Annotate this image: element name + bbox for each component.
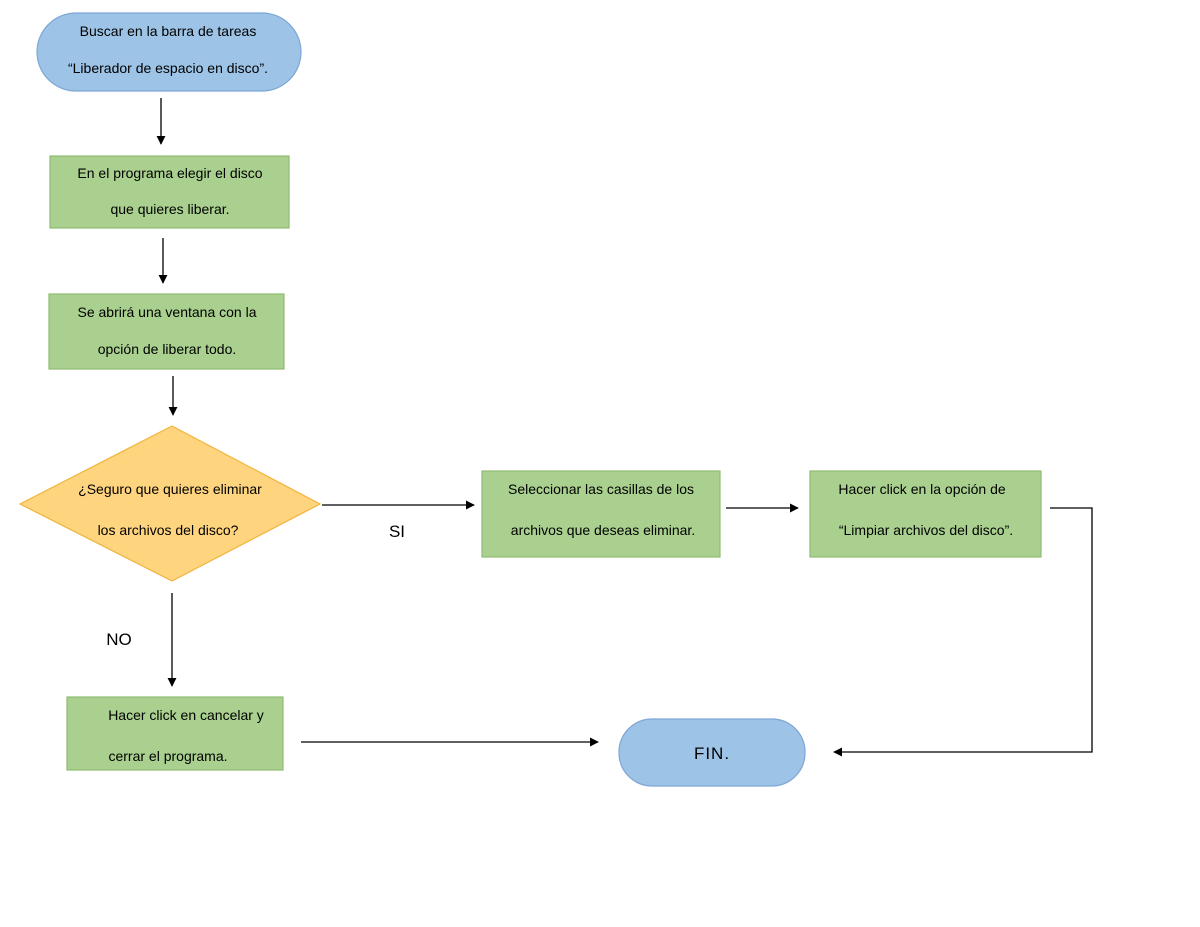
end-terminator: FIN. (618, 718, 806, 787)
process-choose-disk-line1: En el programa elegir el disco (77, 165, 262, 181)
process-choose-disk: En el programa elegir el disco que quier… (49, 155, 290, 229)
process-cancel: Hacer click en cancelar y cerrar el prog… (66, 696, 284, 771)
process-cancel-shape (66, 696, 284, 771)
process-choose-disk-shape (49, 155, 290, 229)
end-text: FIN. (694, 744, 730, 763)
process-cancel-line2: cerrar el programa. (108, 748, 227, 764)
decision-shape (18, 425, 322, 582)
process-choose-disk-line2: que quieres liberar. (110, 201, 229, 217)
arrow-clean-to-end (833, 507, 1093, 757)
start-terminator: Buscar en la barra de tareas “Liberador … (36, 12, 302, 92)
process-clean-disk: Hacer click en la opción de “Limpiar arc… (809, 470, 1042, 558)
decision-text-line2: los archivos del disco? (98, 522, 239, 538)
edge-label-yes: SI (389, 522, 405, 541)
start-shape (36, 12, 302, 92)
process-window-line2: opción de liberar todo. (98, 341, 237, 357)
edge-label-no: NO (106, 630, 132, 649)
process-window-shape (48, 293, 285, 370)
process-clean-disk-shape (809, 470, 1042, 558)
process-select-files-shape (481, 470, 721, 558)
process-select-files: Seleccionar las casillas de los archivos… (481, 470, 721, 558)
process-clean-disk-line1: Hacer click en la opción de (838, 481, 1006, 497)
decision-text-line1: ¿Seguro que quieres eliminar (78, 481, 262, 497)
process-window-line1: Se abrirá una ventana con la (77, 304, 256, 320)
process-clean-disk-line2: “Limpiar archivos del disco”. (839, 522, 1013, 538)
process-cancel-line1: Hacer click en cancelar y (108, 707, 264, 723)
start-text-line2: “Liberador de espacio en disco”. (68, 60, 268, 76)
process-window: Se abrirá una ventana con la opción de l… (48, 293, 285, 370)
process-select-files-line1: Seleccionar las casillas de los (508, 481, 694, 497)
start-text-line1: Buscar en la barra de tareas (80, 23, 257, 39)
decision-delete: ¿Seguro que quieres eliminar los archivo… (18, 425, 322, 582)
end-shape (618, 718, 806, 787)
process-select-files-line2: archivos que deseas eliminar. (511, 522, 695, 538)
